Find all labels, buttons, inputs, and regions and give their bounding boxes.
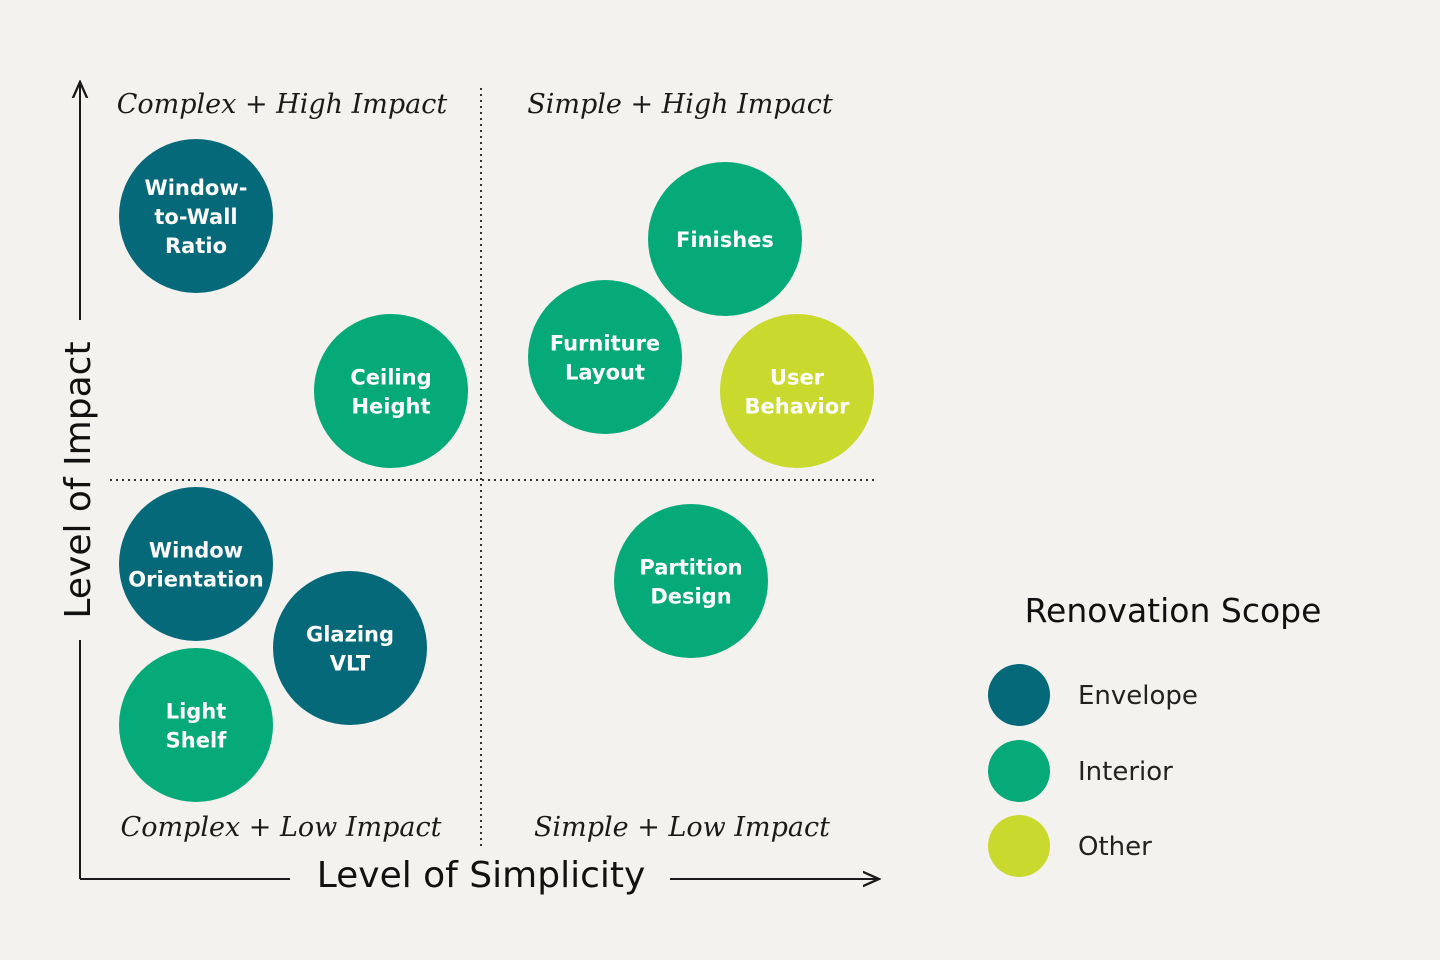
bubble-circle [119, 648, 273, 802]
bubble-label-line: Window- [145, 176, 248, 200]
legend-swatch-other [988, 815, 1050, 877]
bubble-circle [119, 487, 273, 641]
bubble-circle [119, 139, 273, 293]
bubble-label-line: Furniture [550, 332, 660, 356]
quadrant-label-bottom-left: Complex + Low Impact [121, 812, 442, 843]
bubble-label-line: Design [650, 585, 731, 609]
bubble-label-line: Shelf [166, 729, 228, 753]
bubble-circle [314, 314, 468, 468]
bubble-label-line: Behavior [744, 395, 850, 419]
bubble-label-line: Light [166, 700, 227, 724]
bubble-finishes: Finishes [648, 162, 802, 316]
bubble-circle [720, 314, 874, 468]
bubble-label-line: Height [351, 395, 430, 419]
bubble-label-line: Ceiling [350, 366, 431, 390]
bubble-circle [273, 571, 427, 725]
bubble-label-line: to-Wall [154, 205, 237, 229]
bubble-circle [528, 280, 682, 434]
bubble-circle [648, 162, 802, 316]
legend-swatch-interior [988, 740, 1050, 802]
bubble-label-line: Glazing [306, 623, 394, 647]
legend-label-interior: Interior [1078, 757, 1173, 787]
legend-title: Renovation Scope [1025, 591, 1322, 630]
y-axis-title: Level of Impact [58, 341, 99, 618]
bubble-label-line: Layout [565, 361, 645, 385]
legend-swatch-envelope [988, 664, 1050, 726]
legend-label-envelope: Envelope [1078, 681, 1198, 711]
legend-label-other: Other [1078, 832, 1152, 862]
bubble-circle [614, 504, 768, 658]
quadrant-label-top-right: Simple + High Impact [527, 89, 833, 120]
bubble-label-line: User [770, 366, 825, 390]
bubble-label-line: Window [149, 539, 243, 563]
bubble-label-line: Finishes [676, 228, 774, 252]
quadrant-label-top-left: Complex + High Impact [117, 89, 448, 120]
bubble-label-line: Orientation [128, 568, 263, 592]
bubble-label-line: VLT [330, 652, 371, 676]
bubble-label-line: Ratio [165, 234, 227, 258]
bubble-label-line: Partition [639, 556, 742, 580]
x-axis-title: Level of Simplicity [317, 855, 646, 896]
quadrant-label-bottom-right: Simple + Low Impact [534, 812, 830, 843]
